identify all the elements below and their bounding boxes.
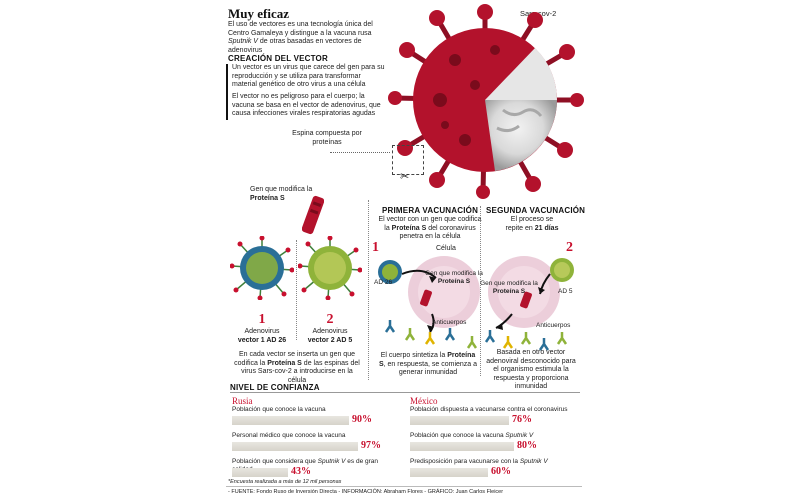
confidence-value: 43% [291,466,311,477]
creation-p1: Un vector es un virus que carece del gen… [232,64,385,88]
first-vaccination-desc: El vector con un gen que codifica la Pro… [378,216,482,240]
footnote: *Encuesta realizada a más de 12 mil pers… [228,479,342,485]
section-divider-left [368,200,369,380]
mexico-label: México [410,396,438,406]
gene-label: Gen que modifica la Proteína S [250,186,313,202]
second-vaccination-illustration [484,256,574,351]
creation-p2: El vector no es peligroso para el cuerpo… [232,93,381,117]
first-vaccination-result: El cuerpo sintetiza la Proteína S, en re… [378,352,478,376]
confidence-label: Personal médico que conoce la vacuna [232,432,346,439]
confidence-label: Población que conoce la vacuna [232,406,326,413]
confidence-rule [230,392,580,393]
vector-1-caption: 1 Adenovirus vector 1 AD 26 [237,312,287,344]
first-gene-label: Gen que modifica la Proteína S [425,270,483,285]
first-vaccination-illustration [378,256,480,349]
spike-leader [330,152,390,153]
creation-heading: CREACIÓN DEL VECTOR [228,54,328,63]
page-title: Muy eficaz [228,6,290,21]
first-ad-label: AD 26 [374,279,393,286]
spike-crop-box [392,145,424,175]
second-antibodies-label: Anticuerpos [536,322,571,329]
spike-label: Espina compuesta por proteínas [292,130,362,146]
source-credit: - FUENTE: Fondo Ruso de Inversión Direct… [228,489,504,495]
confidence-value: 80% [517,440,537,451]
confidence-bar [410,468,488,477]
confidence-value: 90% [352,414,372,425]
gene-fragment-icon [302,195,324,235]
section-divider-right [480,206,481,376]
confidence-label: Población dispuesta a vacunarse contra e… [410,406,568,413]
second-vaccination-heading: SEGUNDA VACUNACIÓN [486,206,586,215]
confidence-bar [410,442,514,451]
confidence-bar [232,416,349,425]
creation-rule [226,64,228,120]
confidence-label: Predisposición para vacunarse con la Spu… [410,458,548,465]
intro-text: El uso de vectores es una tecnología úni… [228,21,373,54]
second-vaccination-result: Basada en otro vector adenoviral descono… [486,349,576,390]
confidence-value: 97% [361,440,381,451]
adenovirus-vector-2-illustration [298,236,362,300]
second-step-number: 2 [566,240,573,255]
confidence-label: Población que conoce la vacuna Sputnik V [410,432,534,439]
confidence-value: 60% [491,466,511,477]
first-step-number: 1 [372,240,379,255]
cell-label: Célula [436,245,456,252]
confidence-bar [410,416,509,425]
coronavirus-illustration [388,4,584,199]
confidence-bar [232,468,288,477]
second-ad-label: AD 5 [558,288,573,295]
first-vaccination-heading: PRIMERA VACUNACIÓN [382,206,479,215]
scissors-icon: ✂ [400,171,410,183]
adenovirus-vector-1-illustration [230,236,294,300]
confidence-heading: NIVEL DE CONFIANZA [230,383,320,392]
footer-rule [226,486,582,487]
vector-explanation: En cada vector se inserta un gen que cod… [234,351,360,384]
second-vaccination-desc: El proceso se repite en 21 días [505,216,559,232]
russia-label: Rusia [232,396,253,406]
vector-2-caption: 2 Adenovirus vector 2 AD 5 [307,312,353,344]
vector-divider [296,240,297,340]
confidence-bar [232,442,358,451]
first-antibodies-label: Anticuerpos [432,319,467,326]
second-gene-label: Gen que modifica la Proteína S [480,280,538,295]
confidence-value: 76% [512,414,532,425]
